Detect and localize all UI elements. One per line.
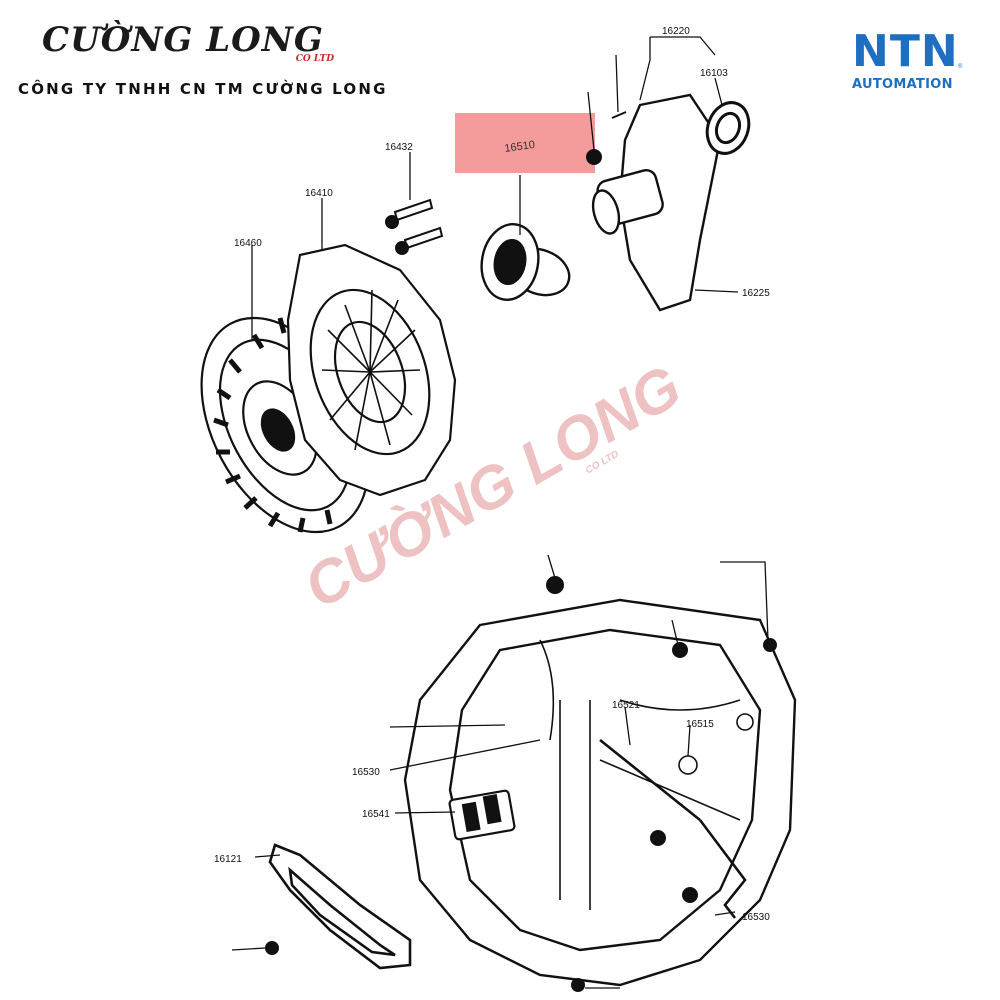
block-component [448,789,516,841]
highlight-box [455,113,595,173]
registered-icon: ® [958,64,963,70]
part-label-16103: 16103 [700,68,728,79]
part-label-16530-right: 16530 [742,912,770,923]
housing-internals [539,639,754,910]
lower-bolts [265,576,777,992]
part-label-16521: 16521 [612,700,640,711]
ntn-logo-mark: NTN [852,26,959,77]
cover-plate [268,843,412,970]
part-label-16121: 16121 [214,854,242,865]
release-bearing [480,223,571,301]
transmission-housing [403,598,797,987]
part-label-16541: 16541 [362,809,390,820]
upper-leader-lines [251,36,739,340]
lower-leader-lines [231,554,769,989]
brand-suffix: CO LTD [295,54,334,64]
part-label-16220: 16220 [662,26,690,37]
guide-housing [591,93,722,312]
company-name: CÔNG TY TNHH CN TM CƯỜNG LONG [18,80,388,98]
release-fork [599,738,747,919]
part-label-16432: 16432 [385,142,413,153]
ntn-logo: NTN AUTOMATION ® [852,30,972,100]
bolts-group [385,198,444,255]
part-label-16225: 16225 [742,288,770,299]
brand-name: CƯỜNG LONG [42,20,324,60]
part-label-16410: 16410 [305,188,333,199]
highlight-part-label: 16510 [504,139,536,155]
part-label-16460: 16460 [234,238,262,249]
clutch-disc-friction [213,317,333,533]
brand-logo: CƯỜNG LONG CO LTD [42,18,342,68]
lower-labels: 16521 16515 16530 16541 16121 16530 [214,700,770,923]
oil-seal [705,101,751,155]
ntn-logo-sub: AUTOMATION [852,77,953,92]
pressure-plate-fingers [321,289,421,451]
upper-labels: 16220 16103 16225 16432 16410 16460 [234,26,770,299]
part-label-16515: 16515 [686,719,714,730]
part-label-16530-left: 16530 [352,767,380,778]
